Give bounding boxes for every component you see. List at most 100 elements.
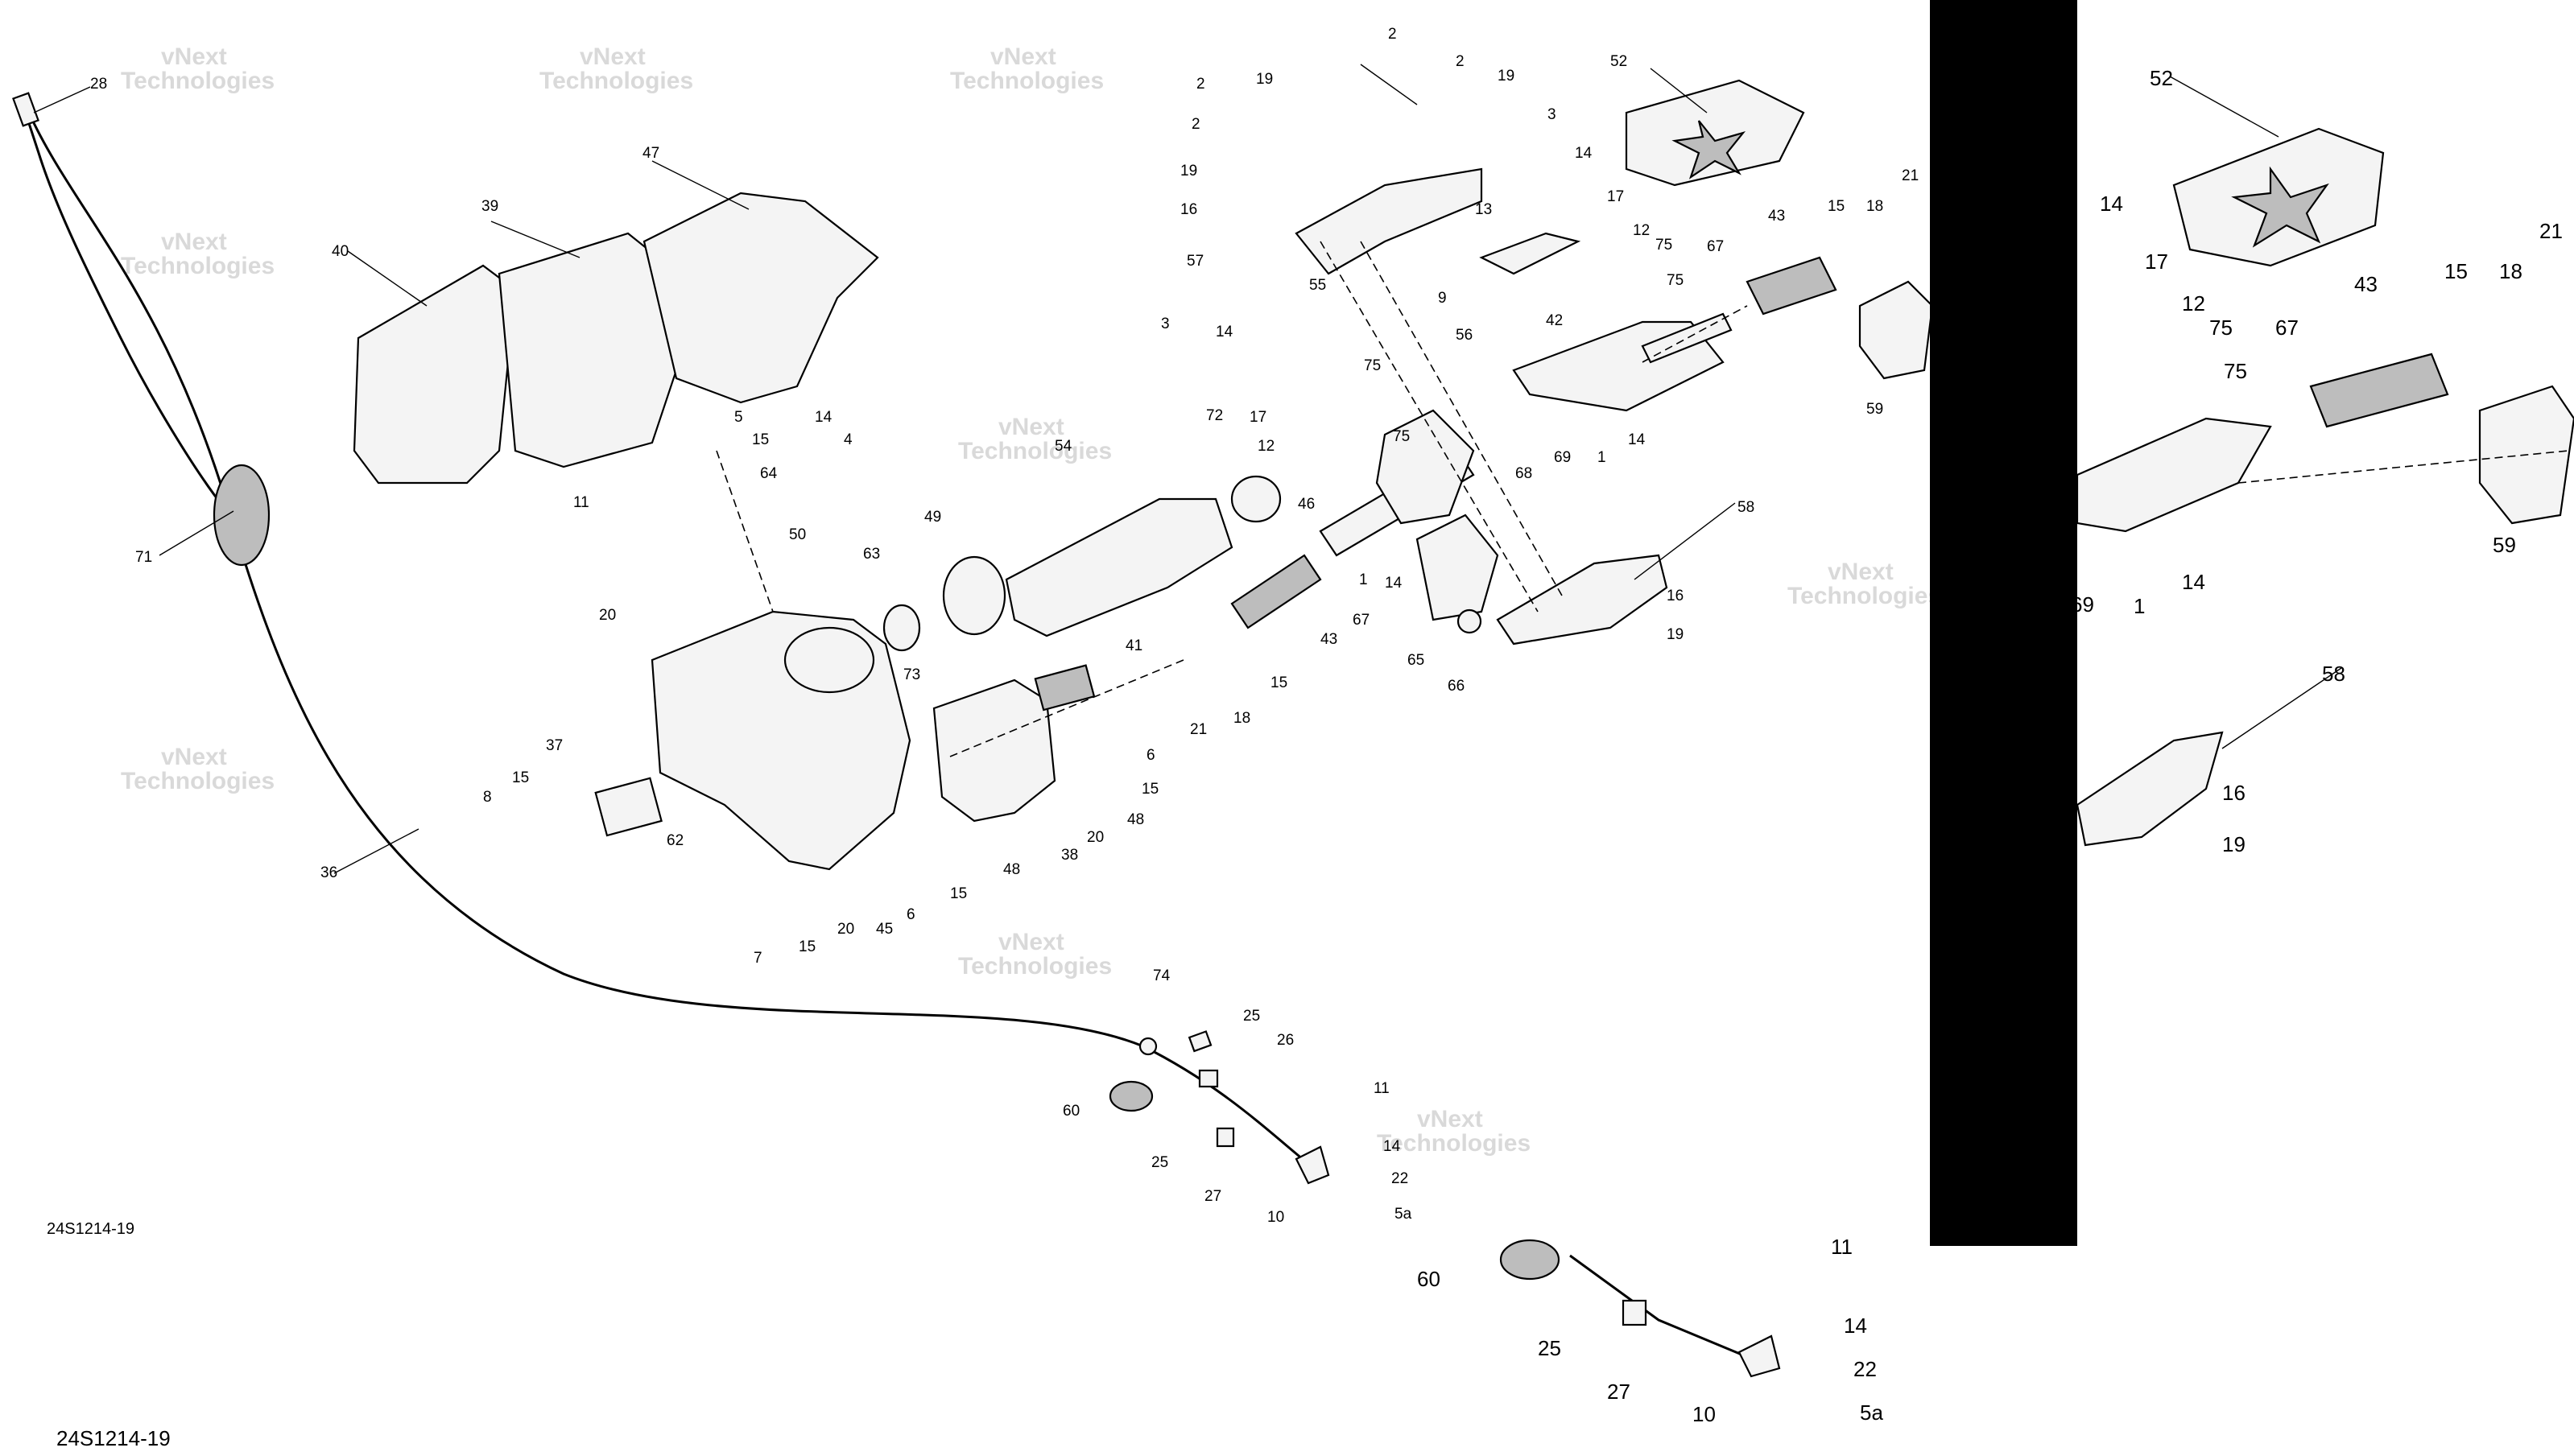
watermark-text: vNext (161, 43, 227, 70)
instrument-cover-40 (353, 264, 517, 485)
watermark-text: vNext (990, 43, 1056, 70)
callout-label: 3 (1161, 316, 1170, 332)
callout-label: 14 (2100, 192, 2123, 216)
zoom-alignment-line (2237, 450, 2569, 484)
callout-label: 36 (320, 864, 337, 881)
callout-label: 19 (1667, 626, 1684, 643)
callout-label: 27 (1607, 1380, 1630, 1404)
zoom-boot-60 (1499, 1239, 1560, 1281)
callout-label: 18 (2499, 259, 2522, 283)
watermark-text: Technologies (121, 68, 275, 94)
callout-label: 49 (924, 509, 941, 526)
callout-label: 5 (734, 409, 743, 426)
callout-label: 13 (1475, 201, 1492, 218)
watermark-text: vNext (161, 229, 227, 255)
callout-label: 75 (1364, 357, 1381, 374)
callout-label: 1 (1597, 449, 1606, 466)
callout-label: 75 (1667, 272, 1684, 289)
callout-label: 57 (1187, 253, 1204, 270)
callout-label: 15 (2444, 259, 2468, 283)
callout-label: 14 (1383, 1138, 1401, 1155)
callout-label: 2 (1388, 26, 1397, 43)
callout-label: 42 (1546, 312, 1563, 329)
throttle-body-38 (932, 679, 1056, 823)
callout-label: 58 (1737, 499, 1754, 516)
callout-label: 16 (1180, 201, 1197, 218)
cover-41 (1034, 664, 1096, 712)
steering-knob-72 (1230, 475, 1282, 523)
zoom-sleeve-27 (1622, 1299, 1647, 1326)
callout-label: 2 (1192, 116, 1200, 133)
bar-end-tube (1641, 312, 1733, 364)
callout-label: 60 (1063, 1103, 1080, 1120)
callout-label: 59 (1866, 401, 1883, 418)
watermark-text: vNext (580, 43, 646, 70)
handguard-cap-52 (1625, 79, 1805, 187)
callout-label: 7 (754, 950, 762, 967)
callout-label: 59 (2493, 533, 2516, 557)
drawing-id-small: 24S1214-19 (47, 1220, 134, 1238)
riser-57 (1295, 167, 1483, 275)
callout-label: 15 (752, 431, 769, 448)
callout-label: 6 (1147, 747, 1155, 764)
callout-label: 18 (1233, 710, 1250, 727)
sleeve-27 (1216, 1127, 1235, 1148)
callout-label: 21 (1190, 721, 1207, 738)
callout-label: 8 (483, 789, 492, 806)
watermark-text: vNext (998, 414, 1064, 440)
callout-label: 58 (2322, 662, 2345, 686)
alignment-line (716, 450, 774, 613)
callout-label: 11 (1831, 1235, 1853, 1259)
watermark-text: vNext (1828, 559, 1894, 585)
handguard-59 (1858, 280, 1934, 380)
callout-label: 41 (1126, 637, 1142, 654)
callout-label: 26 (1277, 1032, 1294, 1049)
watermark-layer: vNext Technologies vNext Technologies vN… (121, 43, 1941, 1157)
callout-label: 40 (332, 243, 349, 260)
watermark-text: Technologies (121, 253, 275, 279)
mount-58 (1496, 554, 1668, 646)
sleeve-25 (1188, 1030, 1213, 1053)
zoom-callouts: 52 14 17 12 75 75 43 67 15 18 21 59 69 1… (1417, 66, 2563, 1426)
callout-label: 19 (1498, 68, 1514, 85)
grip-43-right (1746, 256, 1837, 316)
callout-label: 14 (1628, 431, 1646, 448)
callout-label: 20 (837, 921, 854, 938)
callout-label: 20 (1087, 829, 1104, 846)
black-occlusion-bar (1930, 0, 2077, 1246)
zoom-rod-end-22 (1737, 1334, 1781, 1378)
callout-label: 15 (1828, 198, 1845, 215)
callout-label: 37 (546, 737, 563, 754)
callout-label: 39 (481, 198, 498, 215)
switch-housing-65 (1415, 514, 1499, 621)
callout-label: 43 (1768, 208, 1785, 225)
nut-74 (1138, 1037, 1158, 1056)
boot-60 (1109, 1080, 1154, 1112)
callout-label: 71 (135, 549, 152, 566)
callout-label: 21 (1902, 167, 1919, 184)
callout-label: 67 (1707, 238, 1724, 255)
callout-label: 1 (2134, 594, 2145, 618)
zoom-handlebar-69 (2076, 417, 2272, 533)
callout-label: 43 (1320, 631, 1337, 648)
watermark-text: vNext (1417, 1106, 1483, 1132)
sleeve-26 (1198, 1069, 1219, 1088)
alignment-line (1320, 241, 1539, 613)
zoom-cable-end (1569, 1254, 1756, 1362)
callout-label: 68 (1515, 465, 1532, 482)
callout-label: 52 (2150, 66, 2173, 90)
callout-label: 62 (667, 832, 684, 849)
callout-label: 14 (1385, 575, 1403, 592)
callout-label: 19 (1256, 71, 1273, 88)
callout-label: 12 (1633, 222, 1650, 239)
callout-label: 15 (1142, 781, 1159, 798)
callout-label: 25 (1151, 1154, 1168, 1171)
zoom-logo-star (2231, 166, 2329, 248)
callout-label: 48 (1127, 811, 1144, 828)
callout-label: 25 (1538, 1336, 1561, 1360)
callout-label: 46 (1298, 496, 1315, 513)
callout-label: 69 (1554, 449, 1571, 466)
watermark-text: Technologies (539, 68, 693, 94)
callout-label: 14 (815, 409, 833, 426)
rod-end-22 (1295, 1145, 1330, 1185)
